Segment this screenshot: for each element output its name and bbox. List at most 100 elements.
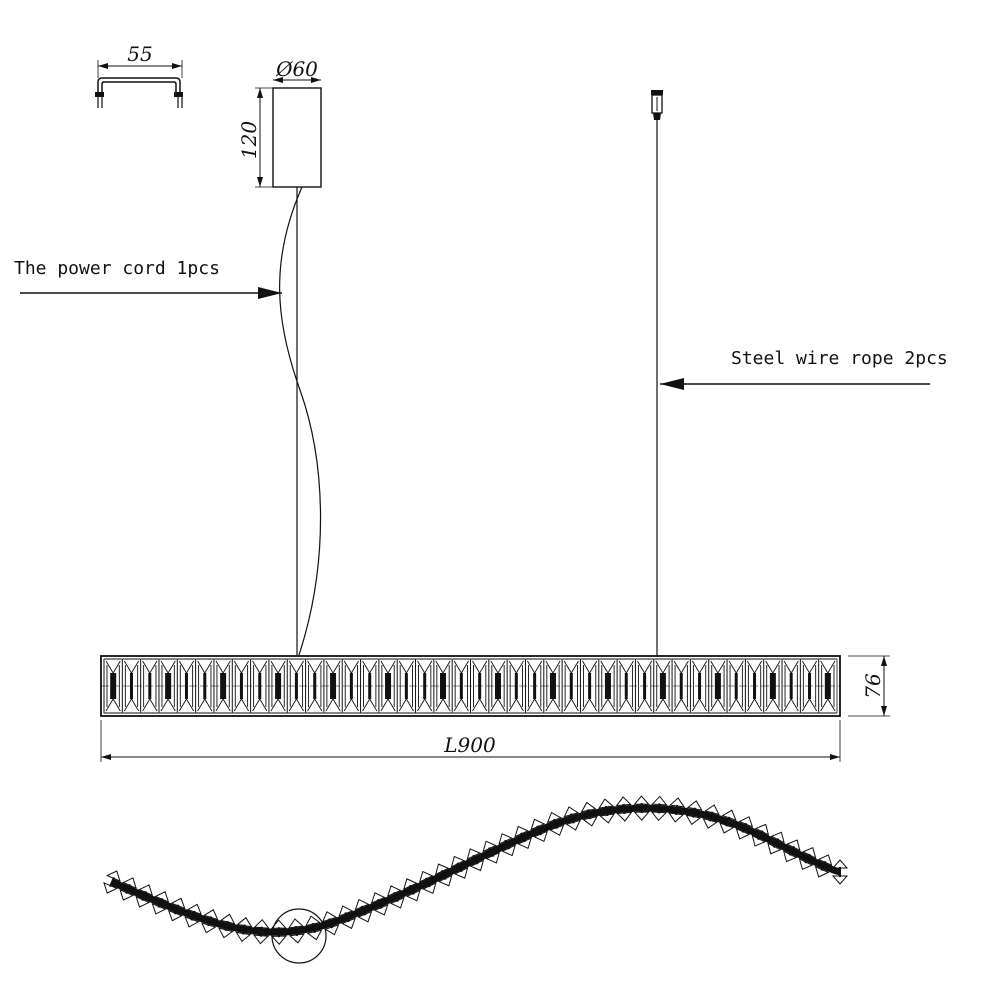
crystal-prism (653, 658, 672, 714)
wave-crystal (119, 877, 137, 901)
crystal-prism (634, 658, 653, 714)
crystal-prism (524, 658, 543, 714)
wave-crystal (615, 796, 633, 822)
wave-crystal (530, 818, 549, 843)
fixture-height-label: 76 (861, 673, 885, 699)
wave-crystal (466, 848, 485, 872)
crystal-prism (598, 658, 617, 714)
detail-circle (271, 908, 327, 964)
crystal-prism (286, 658, 305, 714)
crystal-prism (726, 658, 745, 714)
fixture-dimensions (100, 655, 890, 762)
crystal-prism (121, 658, 140, 714)
wave-crystal (370, 892, 389, 916)
crystal-prism (268, 658, 287, 714)
power-cord-label: The power cord 1pcs (14, 258, 220, 279)
crystal-prism (543, 658, 562, 714)
wave-crystal (135, 884, 154, 908)
wave-crystal (338, 905, 356, 930)
crystal-prism (689, 658, 708, 714)
power-cord (279, 186, 322, 656)
crystal-prism (818, 658, 836, 714)
crystal-prism (250, 658, 268, 714)
crystal-prism (763, 658, 782, 714)
crystal-prism (103, 658, 122, 714)
crystal-prism (158, 658, 177, 714)
ceiling-canopy (255, 77, 322, 188)
crystal-prism (305, 658, 323, 714)
wave-crystal (321, 911, 340, 936)
wave-crystal (668, 797, 686, 823)
crystal-prism (799, 658, 818, 714)
wave-crystal (386, 885, 405, 909)
crystal-prism (195, 658, 213, 714)
wave-crystal (735, 816, 754, 840)
wave-crystal (151, 891, 170, 915)
wave-crystal (235, 916, 253, 943)
crystal-prism (378, 658, 397, 714)
crystal-prism (579, 658, 598, 714)
top-view-wave (103, 795, 849, 964)
crystal-prism (213, 658, 232, 714)
crystal-prism (470, 658, 488, 714)
wave-crystal (354, 898, 373, 923)
wave-crystal (218, 913, 236, 939)
wave-crystal (563, 806, 582, 831)
wave-crystal (685, 800, 703, 826)
crystal-prism (451, 658, 470, 714)
wave-crystal (831, 859, 849, 885)
crystal-prism (396, 658, 415, 714)
crystal-prism (506, 658, 525, 714)
wave-crystal (287, 918, 305, 944)
crystal-prism (231, 658, 250, 714)
crystal-prism (561, 658, 580, 714)
wave-crystal (201, 909, 219, 934)
crystal-prism (708, 658, 727, 714)
wave-crystal (403, 878, 421, 902)
crystal-prism (433, 658, 452, 714)
wave-crystal (814, 854, 833, 878)
canopy-diameter-label: Ø60 (275, 57, 318, 81)
wave-crystal (103, 870, 121, 894)
crystal-prism (744, 658, 763, 714)
wave-crystal (546, 811, 565, 836)
crystal-prism (415, 658, 433, 714)
steel-wire-label: Steel wire rope 2pcs (731, 348, 948, 369)
crystal-prism (341, 658, 360, 714)
wave-crystal (702, 804, 720, 829)
wave-crystal (650, 795, 668, 822)
wave-crystal (167, 897, 186, 922)
fixture-length-label: L900 (443, 733, 496, 757)
wave-crystal (253, 918, 270, 945)
wave-crystal (633, 795, 650, 821)
crystal-prism (616, 658, 635, 714)
wave-crystal (798, 847, 817, 871)
crystal-prism (360, 658, 378, 714)
crystal-prism (488, 658, 507, 714)
wave-crystal (514, 825, 532, 850)
wave-crystal (767, 831, 785, 855)
crystal-bar-fixture (100, 655, 841, 717)
wave-crystal (305, 915, 323, 941)
wave-crystal (184, 903, 202, 928)
wave-crystal (598, 798, 616, 824)
wave-crystal (450, 855, 469, 879)
crystal-prism (176, 658, 195, 714)
wire-ceiling-anchor (651, 90, 663, 128)
mounting-bracket (95, 60, 183, 108)
wave-crystal (498, 833, 516, 857)
canopy-height-label: 120 (237, 121, 261, 159)
wave-crystal (482, 840, 501, 864)
crystal-prism (781, 658, 800, 714)
crystal-prism (140, 658, 158, 714)
wave-crystal (434, 863, 453, 887)
wave-crystal (719, 809, 737, 834)
wave-crystal (580, 801, 598, 827)
wave-crystal (782, 839, 801, 863)
crystal-prism (671, 658, 690, 714)
wave-crystal (418, 870, 437, 895)
bracket-width-label: 55 (127, 42, 152, 66)
wave-crystal (751, 823, 770, 847)
crystal-prism (323, 658, 342, 714)
